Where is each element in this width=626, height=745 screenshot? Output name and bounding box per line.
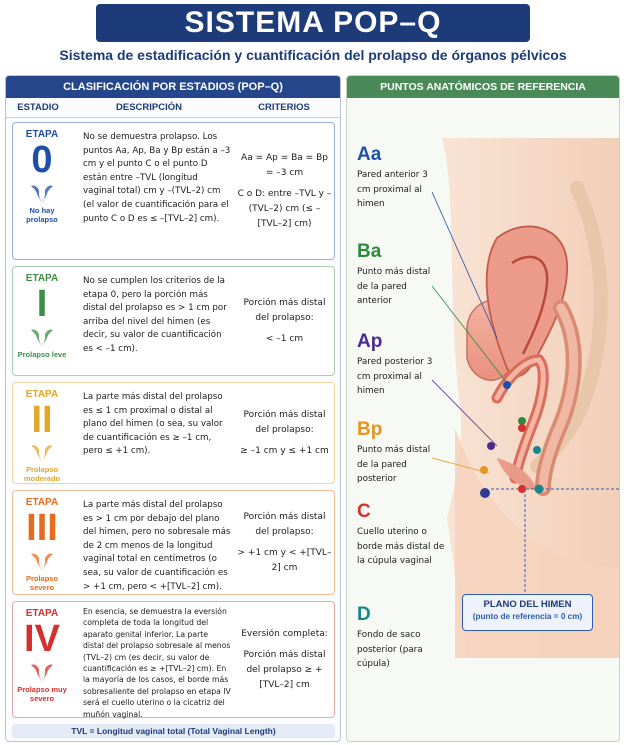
stage-description: En esencia, se demuestra la eversión com… bbox=[83, 607, 231, 719]
point-description: Punto más distal de la pared anterior bbox=[357, 267, 431, 306]
stage-criteria: Porción más distal del prolapso: < –1 cm bbox=[235, 267, 334, 375]
point-d-marker bbox=[533, 446, 541, 454]
stage-criteria: Porción más distal del prolapso: ≥ –1 cm … bbox=[235, 383, 334, 483]
point-letter: Bp bbox=[357, 419, 383, 440]
tvl-footnote: TVL = Longitud vaginal total (Total Vagi… bbox=[12, 724, 335, 738]
page-subtitle: Sistema de estadificación y cuantificaci… bbox=[59, 47, 567, 63]
criteria-line-2: > +1 cm y < +[TVL–2] cm bbox=[237, 547, 332, 573]
stage-numeral: II bbox=[31, 399, 53, 441]
criteria-line-1: Porción más distal del prolapso: bbox=[243, 511, 326, 537]
stage-criteria: Eversión completa: Porción más distal del… bbox=[235, 602, 334, 717]
point-c-marker bbox=[518, 424, 526, 432]
stage-caption: Prolapso moderado bbox=[23, 465, 61, 483]
page-title: SISTEMA POP–Q bbox=[96, 4, 530, 42]
stage-description: No se demuestra prolapso. Los puntos Aa,… bbox=[83, 132, 231, 224]
point-bp-marker bbox=[480, 466, 488, 474]
point-description: Cuello uterino o borde más distal de la … bbox=[357, 527, 445, 566]
stage-caption: No hay prolapso bbox=[26, 206, 58, 224]
stage-word: ETAPA bbox=[25, 389, 59, 400]
col-stage: ESTADIO bbox=[17, 102, 59, 113]
col-criteria: CRITERIOS bbox=[258, 102, 310, 113]
point-letter: Ba bbox=[357, 241, 382, 262]
anatomy-panel: PUNTOS ANATÓMICOS DE REFERENCIA bbox=[346, 75, 620, 742]
col-description: DESCRIPCIÓN bbox=[116, 102, 182, 113]
point-description: Pared posterior 3 cm proximal al himen bbox=[357, 357, 433, 396]
hymen-plane-box: PLANO DEL HIMEN (punto de referencia = 0… bbox=[462, 594, 593, 631]
perineum bbox=[497, 458, 537, 490]
point-description: Punto más distal de la pared posterior bbox=[357, 445, 431, 484]
criteria-line-2: Porción más distal del prolapso ≥ +[TVL–… bbox=[243, 649, 326, 690]
uterus-icon bbox=[31, 185, 53, 203]
point-ba-marker bbox=[518, 417, 526, 425]
stage-numeral: 0 bbox=[31, 139, 53, 181]
stage-caption: Prolapso muy severo bbox=[17, 685, 67, 703]
staging-panel: CLASIFICACIÓN POR ESTADIOS (POP–Q) ESTAD… bbox=[5, 75, 341, 742]
stage-criteria: Porción más distal del prolapso: > +1 cm … bbox=[235, 491, 334, 594]
stage-caption: Prolapso severo bbox=[25, 574, 59, 592]
stage-description: La parte más distal del prolapso es ≤ 1 … bbox=[83, 392, 223, 457]
point-description: Fondo de saco posterior (para cúpula) bbox=[357, 630, 423, 669]
point-letter: C bbox=[357, 501, 371, 522]
uterus-icon bbox=[31, 664, 53, 682]
hymen-plane-title: PLANO DEL HIMEN bbox=[483, 599, 572, 610]
stage-word: ETAPA bbox=[25, 129, 59, 140]
criteria-line-1: Porción más distal del prolapso: bbox=[243, 297, 326, 323]
point-letter: D bbox=[357, 604, 371, 625]
criteria-line-2: ≥ –1 cm y ≤ +1 cm bbox=[240, 445, 329, 456]
stage-description: La parte más distal del prolapso es > 1 … bbox=[83, 500, 231, 592]
uterus-icon bbox=[31, 329, 53, 347]
introitus-marker bbox=[534, 484, 544, 494]
stage-word: ETAPA bbox=[25, 608, 59, 619]
point-letter: Ap bbox=[357, 331, 383, 352]
reference-point-c: C Cuello uterino o borde más distal de la… bbox=[357, 501, 447, 569]
criteria-line-1: Porción más distal del prolapso: bbox=[243, 409, 326, 435]
uterine-cavity bbox=[511, 255, 549, 355]
uterus-icon bbox=[31, 553, 53, 571]
stage-word: ETAPA bbox=[25, 497, 59, 508]
anatomy-header: PUNTOS ANATÓMICOS DE REFERENCIA bbox=[347, 76, 619, 98]
hymen-plane-subtitle: (punto de referencia = 0 cm) bbox=[472, 612, 583, 621]
criteria-line-1: Aa = Ap = Ba = Bp = –3 cm bbox=[241, 152, 328, 178]
staging-header: CLASIFICACIÓN POR ESTADIOS (POP–Q) bbox=[6, 76, 340, 98]
cervix-marker bbox=[518, 485, 526, 493]
criteria-line-2: C o D: entre –TVL y –(TVL–2) cm (≤ –[TVL… bbox=[237, 188, 332, 229]
column-headers: ESTADIO DESCRIPCIÓN CRITERIOS bbox=[6, 98, 340, 118]
point-ap-marker bbox=[487, 442, 495, 450]
stage-numeral: IV bbox=[24, 618, 60, 660]
reference-point-d: D Fondo de saco posterior (para cúpula) bbox=[357, 604, 439, 672]
stage-numeral: III bbox=[26, 507, 58, 549]
stage-numeral: I bbox=[36, 283, 48, 325]
criteria-line-1: Eversión completa: bbox=[241, 628, 328, 639]
stage-description: No se cumplen los criterios de la etapa … bbox=[83, 276, 227, 354]
stage-caption: Prolapso leve bbox=[17, 350, 67, 359]
stage-criteria: Aa = Ap = Ba = Bp = –3 cm C o D: entre –T… bbox=[235, 123, 334, 259]
stage-word: ETAPA bbox=[25, 273, 59, 284]
point-description: Pared anterior 3 cm proximal al himen bbox=[357, 170, 428, 209]
point-letter: Aa bbox=[357, 144, 382, 165]
criteria-line-2: < –1 cm bbox=[265, 333, 304, 344]
point-aa-marker bbox=[503, 381, 511, 389]
uterus-icon bbox=[31, 445, 53, 463]
posterior-marker bbox=[480, 488, 490, 498]
